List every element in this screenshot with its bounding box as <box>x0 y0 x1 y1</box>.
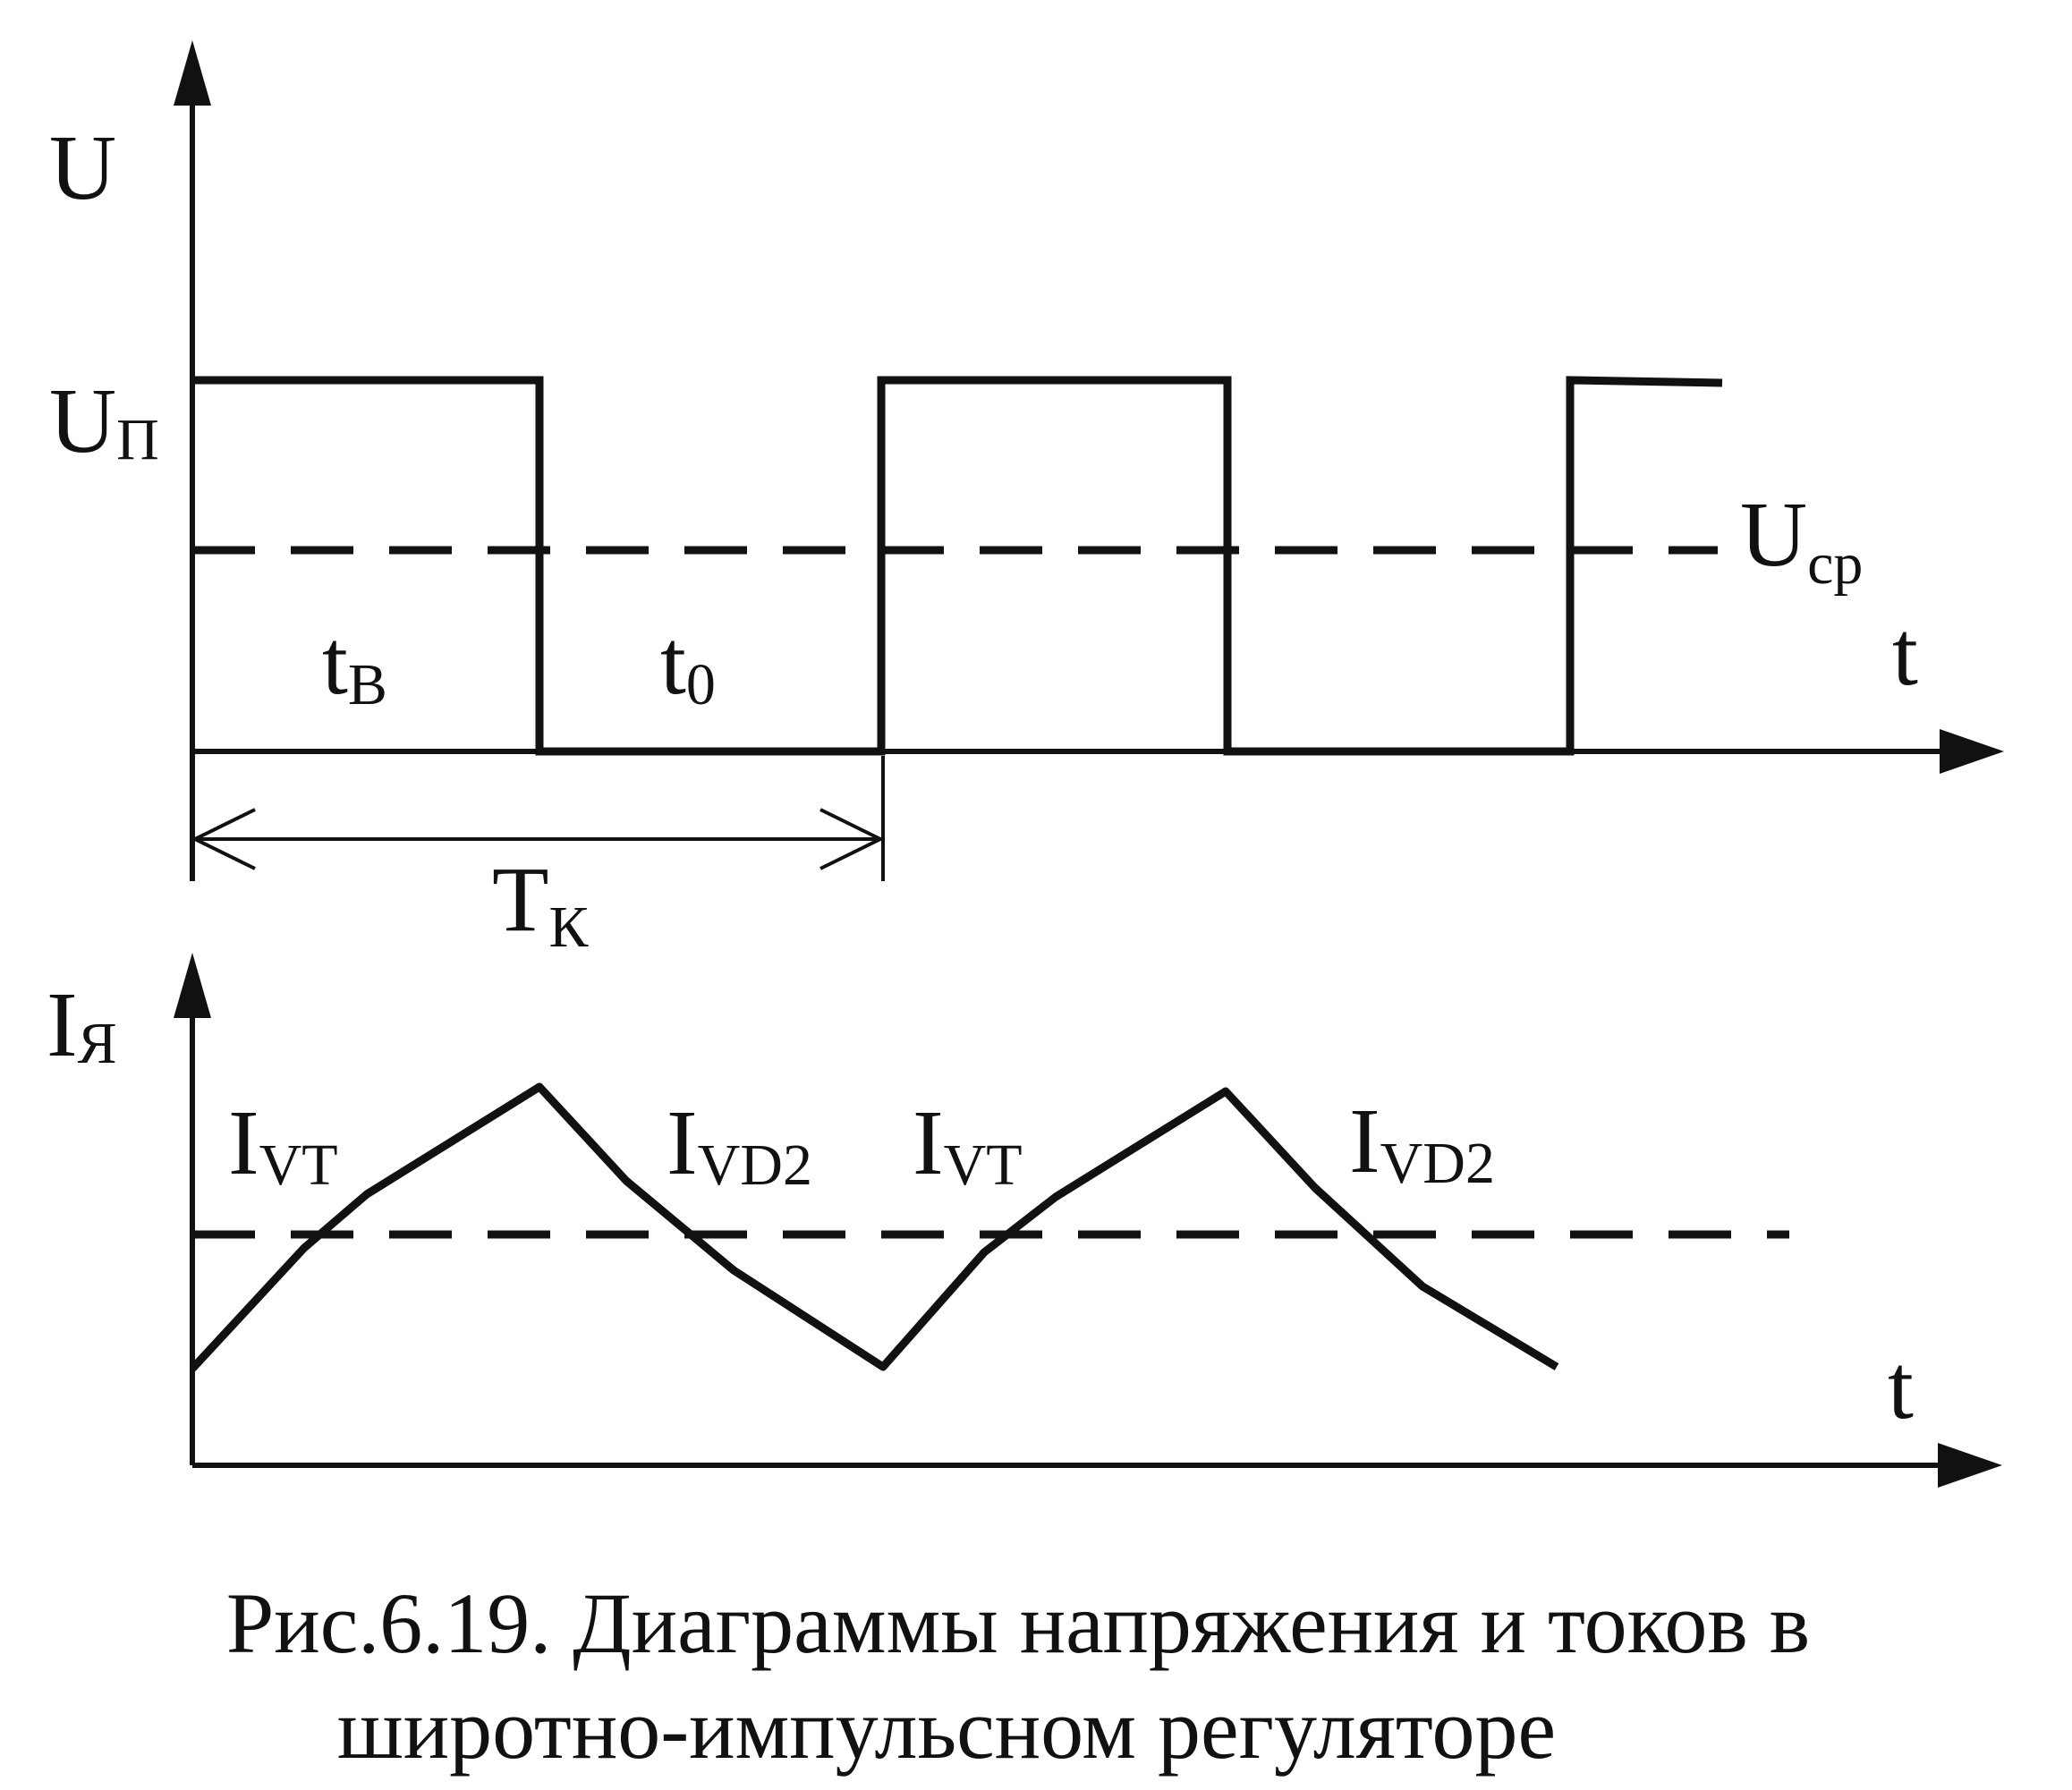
transistor-current-label-1: IVT <box>228 1091 338 1198</box>
figure-caption-line-2: широтно-импульсном регуляторе <box>336 1681 1557 1777</box>
on-interval-label: tВ <box>322 611 387 717</box>
voltage-pulse-waveform <box>192 376 1723 756</box>
voltage-x-axis-label: t <box>1892 602 1918 705</box>
current-x-axis-label: t <box>1888 1336 1914 1438</box>
armature-current-waveform <box>189 1082 1559 1372</box>
figure-caption-line-1: Рис.6.19. Диаграммы напряжения и токов в <box>225 1575 1811 1671</box>
off-interval-label: t0 <box>660 611 716 717</box>
mean-voltage-label: Uср <box>1740 483 1863 597</box>
voltage-y-axis-label: U <box>49 116 116 219</box>
current-y-arrowhead <box>174 953 211 1018</box>
diode-current-label-1: IVD2 <box>667 1091 812 1198</box>
current-y-axis-label: IЯ <box>47 973 117 1076</box>
period-right-arrowhead <box>819 808 885 870</box>
diode-current-label-2: IVD2 <box>1349 1090 1495 1196</box>
current-x-arrowhead <box>1938 1443 2002 1488</box>
supply-voltage-label: UП <box>49 369 159 472</box>
voltage-x-arrowhead <box>1940 729 2004 774</box>
transistor-current-label-2: IVT <box>913 1091 1023 1198</box>
period-left-arrowhead <box>191 808 256 870</box>
voltage-y-arrowhead <box>174 40 211 106</box>
period-label: TК <box>492 848 590 960</box>
